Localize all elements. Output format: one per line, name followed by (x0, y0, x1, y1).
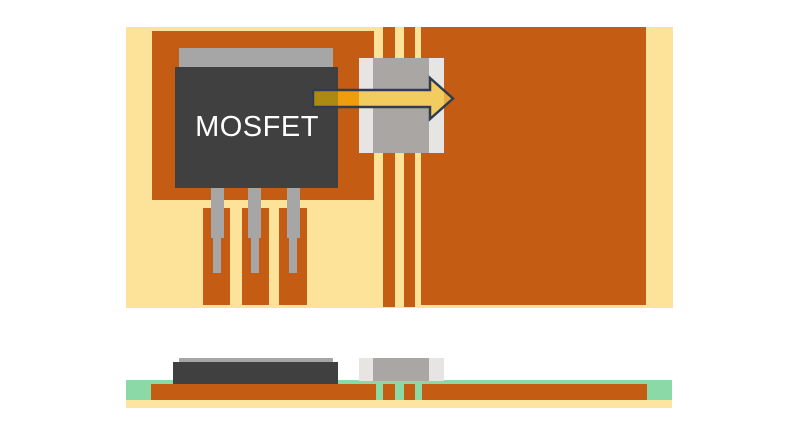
copper-section-trace-b (404, 384, 415, 400)
pcb-top-view: MOSFET (126, 27, 673, 308)
lead-2-shoulder (248, 188, 261, 238)
copper-section-left (151, 384, 376, 400)
lead-3-tip (289, 238, 297, 273)
flow-arrow-outline (311, 75, 455, 122)
lead-2-tip (251, 238, 259, 273)
mosfet-lead-2 (248, 188, 261, 273)
right-copper-plane (421, 27, 646, 305)
mosfet-label: MOSFET (195, 111, 319, 143)
copper-section-trace-a (383, 384, 395, 400)
mosfet-lead-3 (287, 188, 300, 273)
copper-trace-b (404, 27, 415, 307)
lead-1-shoulder (211, 188, 224, 238)
mosfet-tab-top (179, 48, 333, 67)
lead-3-shoulder (287, 188, 300, 238)
mosfet-body-side (173, 362, 338, 384)
lead-1-tip (213, 238, 221, 273)
mosfet-body-top (175, 67, 338, 188)
mosfet-lead-1 (211, 188, 224, 273)
pcb-cross-section-view (126, 358, 672, 408)
substrate-layer (126, 400, 672, 408)
flow-arrow-tip-segment (444, 78, 453, 119)
bridge-component-side (359, 358, 444, 381)
bridge-component-body-side (373, 358, 429, 381)
mosfet-tab-side (179, 358, 333, 363)
copper-section-right (422, 384, 647, 400)
